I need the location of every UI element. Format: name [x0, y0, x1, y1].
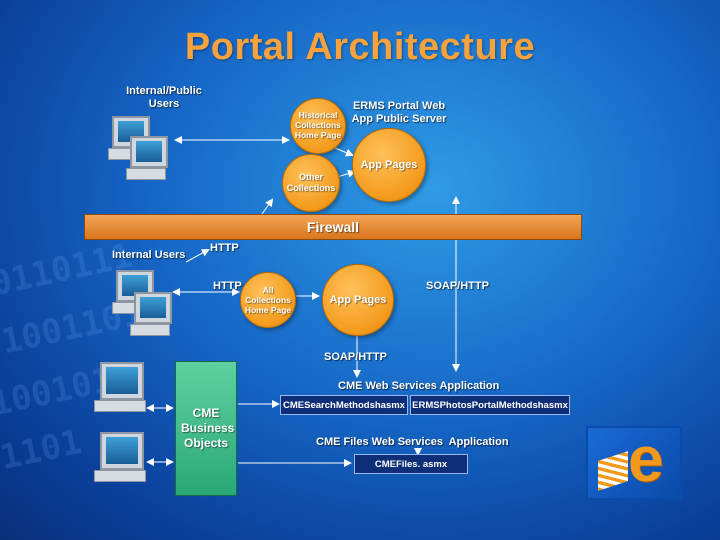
circle-all-collections: All Collections Home Page	[240, 272, 296, 328]
box-cme-files: CMEFiles. asmx	[354, 454, 468, 474]
label-soap-http-right: SOAP/HTTP	[426, 280, 489, 292]
label-cme-files-web-services-app: CME Files Web Services Application	[316, 436, 509, 448]
circle-historical-collections: Historical Collections Home Page	[290, 98, 346, 154]
firewall-label: Firewall	[306, 219, 360, 235]
circle-app-pages-mid: App Pages	[322, 264, 394, 336]
label-internal-public-users: Internal/Public Users	[126, 85, 202, 110]
circle-other-label: Other Collections	[286, 172, 336, 193]
circle-historical-label: Historical Collections Home Page	[294, 110, 342, 140]
circle-all-collections-label: All Collections Home Page	[244, 284, 292, 316]
firewall-bar: Firewall	[84, 214, 582, 240]
box-erms-photos-methods: ERMSPhotosPortalMethodshasmx	[410, 395, 570, 415]
cme-business-objects-box: CME Business Objects	[175, 361, 237, 496]
box-cme-search-methods: CMESearchMethodshasmx	[280, 395, 408, 415]
circle-app-pages-top-label: App Pages	[360, 159, 418, 171]
page-title: Portal Architecture	[184, 26, 536, 68]
label-soap-http-mid: SOAP/HTTP	[324, 351, 387, 363]
arrow-to-firewall	[261, 198, 274, 215]
label-erms-portal-web-app: ERMS Portal Web App Public Server	[351, 100, 447, 125]
label-internal-users: Internal Users	[112, 249, 186, 261]
arrow-internal-users-http	[185, 249, 210, 263]
arrow-historical-to-app	[334, 147, 354, 157]
cme-business-objects-label: CME Business Objects	[181, 406, 235, 450]
e-logo: e	[586, 423, 682, 500]
label-http-top: HTTP	[210, 242, 239, 254]
box-erms-photos-label: ERMSPhotosPortalMethodshasmx	[412, 399, 568, 411]
circle-app-pages-mid-label: App Pages	[329, 294, 387, 306]
arrow-other-to-app	[336, 169, 356, 178]
circle-other-collections: Other Collections	[282, 154, 340, 212]
box-cme-files-label: CMEFiles. asmx	[374, 458, 448, 470]
box-cme-search-label: CMESearchMethodshasmx	[283, 399, 405, 411]
circle-app-pages-top: App Pages	[352, 128, 426, 202]
label-cme-web-services-app: CME Web Services Application	[338, 380, 500, 392]
label-http-mid: HTTP	[213, 280, 242, 292]
